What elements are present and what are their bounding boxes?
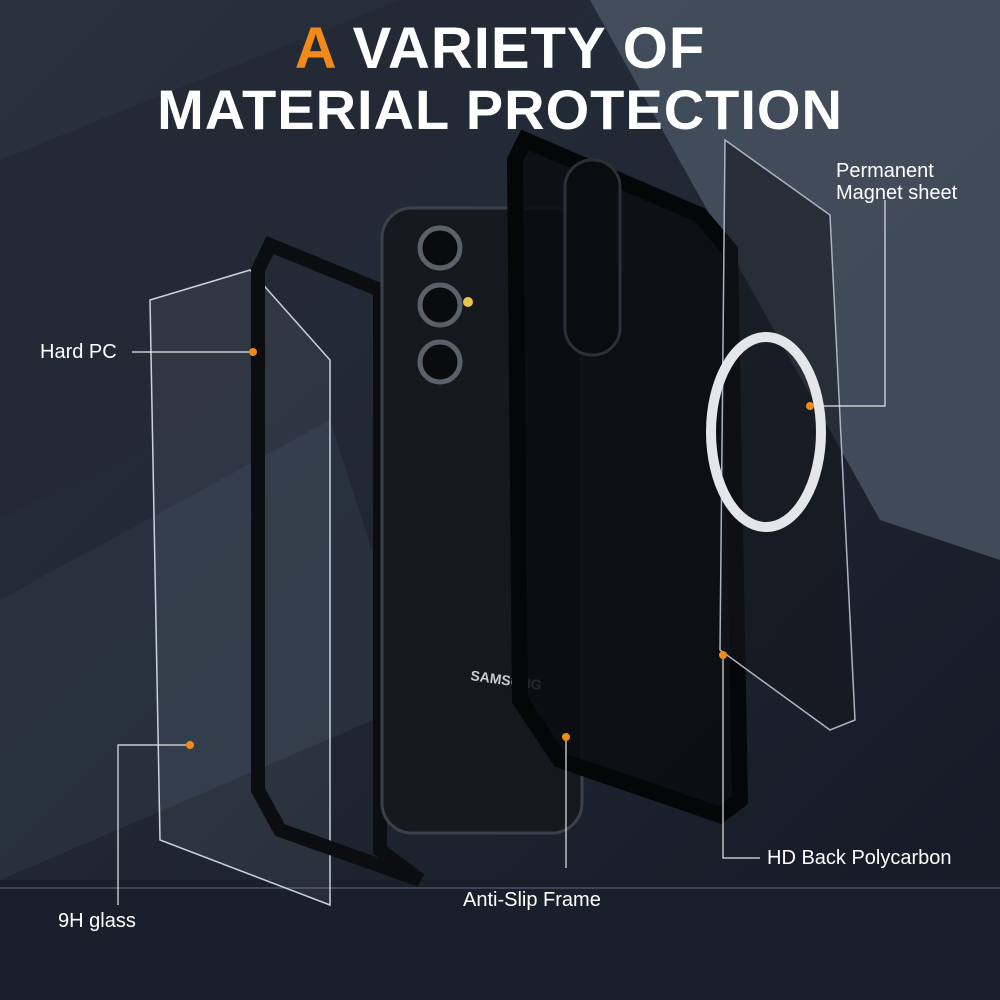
label-magnet-line2: Magnet sheet xyxy=(836,182,958,204)
background-plane xyxy=(0,420,420,880)
label-back: HD Back Polycarbon xyxy=(767,847,952,869)
title-line-1: A VARIETY OF xyxy=(0,20,1000,78)
protective-case xyxy=(506,129,749,824)
callout-dot-frame xyxy=(562,733,570,741)
callout-dot-magnet xyxy=(806,402,814,410)
callout-dot-hard-pc xyxy=(249,348,257,356)
callout-line-glass xyxy=(117,744,190,905)
callout-lines xyxy=(117,200,886,905)
camera-lens xyxy=(417,225,463,271)
callout-line-magnet xyxy=(810,200,886,407)
callout-dot-back xyxy=(719,651,727,659)
label-hard-pc: Hard PC xyxy=(40,341,117,363)
callout-line-back xyxy=(722,655,760,859)
camera-lens xyxy=(417,339,463,385)
floor xyxy=(0,880,1000,1000)
camera-lens xyxy=(417,282,463,328)
callout-dot-glass xyxy=(186,741,194,749)
camera-cutout xyxy=(563,158,622,357)
label-glass: 9H glass xyxy=(58,910,136,932)
magnet-back-sheet xyxy=(719,138,856,731)
tempered-glass xyxy=(149,269,331,907)
label-frame: Anti-Slip Frame xyxy=(463,889,601,911)
title-accent: A xyxy=(294,16,336,81)
title-rest: VARIETY OF xyxy=(352,16,706,81)
flash xyxy=(463,297,473,307)
label-magnet-line1: Permanent xyxy=(836,160,934,182)
title-line-2: MATERIAL PROTECTION xyxy=(157,78,843,141)
callout-dots xyxy=(186,348,814,749)
hard-pc-frame xyxy=(251,236,425,887)
magnet-ring xyxy=(706,332,826,532)
